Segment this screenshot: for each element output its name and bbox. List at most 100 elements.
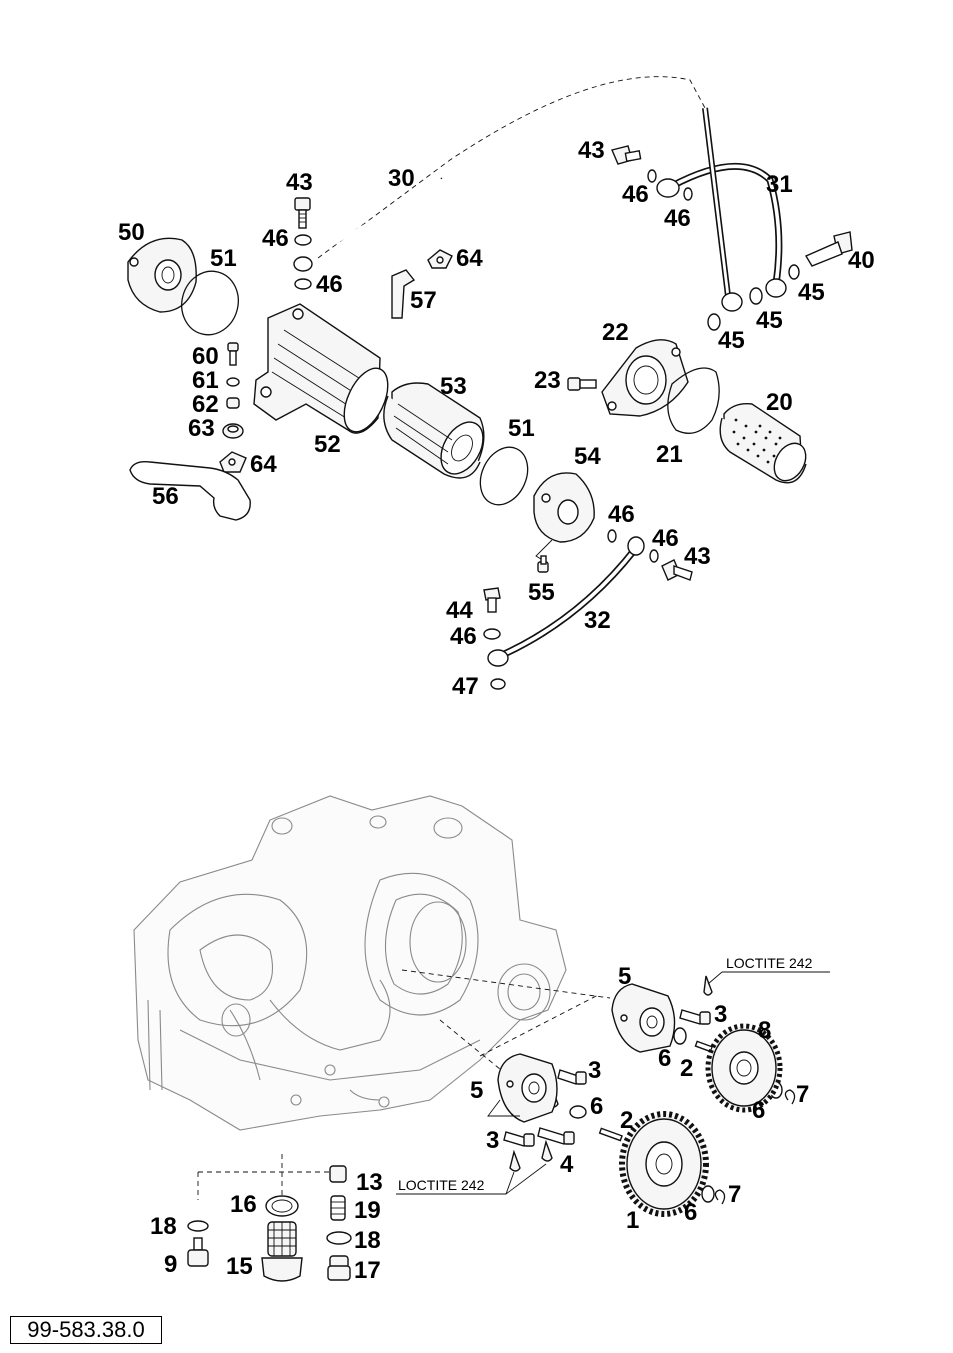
svg-text:LOCTITE 242: LOCTITE 242: [398, 1177, 485, 1193]
part-3-screw-upper: [679, 1009, 711, 1025]
part-30-oil-pipe: [293, 177, 443, 272]
callout-9: 9: [164, 1251, 177, 1278]
part-46-washer-g: [483, 628, 501, 640]
callout-51-upper: 51: [210, 245, 237, 272]
part-2-pin-upper: [694, 1040, 714, 1053]
part-3-screw-left: [503, 1131, 535, 1147]
callout-46-lower-a: 46: [608, 501, 635, 528]
part-32-oil-line: [487, 536, 645, 667]
callout-19: 19: [354, 1197, 381, 1224]
part-54-filter-lid: [533, 472, 595, 563]
callout-3-upper: 3: [714, 1001, 727, 1028]
part-57-bracket: [391, 269, 416, 319]
callout-45-b: 45: [756, 307, 783, 334]
part-17-drain-plug: [327, 1255, 351, 1281]
callout-46-under-pipe: 46: [316, 271, 343, 298]
callout-47: 47: [452, 673, 479, 700]
part-56-plate: [129, 460, 251, 521]
callout-20: 20: [766, 389, 793, 416]
part-8-gear: [705, 1023, 783, 1113]
callout-22: 22: [602, 319, 629, 346]
part-62-spacer: [226, 397, 240, 409]
callout-46-lower-c: 46: [450, 623, 477, 650]
loctite-drop-right: [541, 1139, 553, 1162]
part-51-o-ring-lower: [479, 446, 529, 506]
callout-2-upper: 2: [680, 1055, 693, 1082]
callout-3-left: 3: [486, 1127, 499, 1154]
callout-62: 62: [192, 391, 219, 418]
part-60-screw: [227, 342, 239, 366]
loctite-drop-upper: [703, 975, 713, 996]
callout-7-upper: 7: [796, 1081, 809, 1108]
callout-56: 56: [152, 483, 179, 510]
loctite-drop-left: [509, 1149, 521, 1172]
part-16-seal-ring: [265, 1195, 299, 1217]
part-45-washer-b: [749, 287, 763, 305]
callout-15: 15: [226, 1253, 253, 1280]
callout-6-lower: 6: [684, 1199, 697, 1226]
part-64-clip-lower: [219, 451, 247, 473]
callout-64-upper: 64: [456, 245, 483, 272]
callout-6-upper: 6: [658, 1045, 671, 1072]
part-64-clip-upper: [427, 249, 453, 269]
part-18-seal-right: [326, 1231, 352, 1245]
callout-8: 8: [758, 1017, 771, 1044]
part-18-seal-left: [187, 1220, 209, 1232]
part-13-plug: [329, 1165, 347, 1183]
callout-7-lower: 7: [728, 1181, 741, 1208]
callout-30: 30: [388, 165, 415, 192]
callout-17: 17: [354, 1257, 381, 1284]
part-21-o-ring: [667, 367, 720, 434]
svg-text:LOCTITE 242: LOCTITE 242: [726, 955, 813, 971]
part-46-washer-b: [294, 278, 312, 290]
callout-23: 23: [534, 367, 561, 394]
part-9-screw: [187, 1237, 209, 1267]
callout-5-upper: 5: [618, 963, 631, 990]
callout-21: 21: [656, 441, 683, 468]
part-45-washer-c: [707, 313, 721, 331]
part-52-filter-housing: [253, 303, 389, 434]
part-46-washer-c: [647, 169, 657, 183]
callout-64-lower: 64: [250, 451, 277, 478]
part-43-banjo-bolt-left: [294, 197, 311, 229]
reference-code-label: 99-583.38.0: [10, 1316, 162, 1344]
part-45-washer-a: [788, 264, 800, 280]
callout-44: 44: [446, 597, 473, 624]
callout-6-middle: 6: [590, 1093, 603, 1120]
callout-40: 40: [848, 247, 875, 274]
callout-46-upper-left: 46: [262, 225, 289, 252]
callout-54: 54: [574, 443, 601, 470]
part-7-clip-upper: [784, 1089, 796, 1105]
callout-52: 52: [314, 431, 341, 458]
drain-group-dash-line: [197, 1154, 339, 1200]
callout-31: 31: [766, 171, 793, 198]
part-6-washer-b: [569, 1105, 587, 1119]
callout-50: 50: [118, 219, 145, 246]
callout-53: 53: [440, 373, 467, 400]
part-46-washer-a: [294, 234, 312, 246]
callout-6-right: 6: [752, 1097, 765, 1124]
part-4-screw: [537, 1127, 575, 1145]
part-44-bolt: [483, 587, 501, 613]
part-19-spring: [330, 1195, 346, 1221]
callout-32: 32: [584, 607, 611, 634]
callout-63: 63: [188, 415, 215, 442]
callout-43-upper-right: 43: [578, 137, 605, 164]
callout-1: 1: [626, 1207, 639, 1234]
callout-18-left: 18: [150, 1213, 177, 1240]
part-5-pump-housing-upper: [611, 983, 676, 1053]
callout-46-lower-b: 46: [652, 525, 679, 552]
callout-45-a: 45: [798, 279, 825, 306]
part-6-washer-a: [673, 1027, 687, 1045]
part-23-bolt: [567, 377, 597, 391]
callout-4: 4: [560, 1151, 574, 1178]
callout-3-middle: 3: [588, 1057, 601, 1084]
part-51-o-ring-upper: [181, 270, 239, 336]
part-2-pin-lower: [598, 1127, 623, 1142]
part-46-washer-f: [649, 549, 659, 563]
part-53-filter-element: [383, 382, 485, 479]
callout-45-c: 45: [718, 327, 745, 354]
callout-46-right-a: 46: [622, 181, 649, 208]
part-63-grommet: [222, 423, 244, 439]
